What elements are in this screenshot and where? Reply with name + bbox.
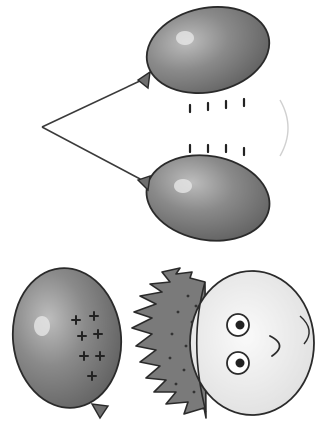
balloon-bottom-highlight (174, 179, 192, 193)
left-eye (227, 314, 249, 336)
spark-dashes-bottom (190, 145, 244, 155)
right-eye (227, 352, 249, 374)
charged-balloon-highlight (34, 316, 50, 336)
balloon-top-highlight (176, 31, 194, 45)
string-top (42, 80, 142, 127)
charged-balloon (6, 263, 128, 418)
face (190, 271, 314, 415)
faint-curve (280, 100, 288, 156)
string-bottom (42, 127, 142, 180)
balloon-bottom-body (140, 146, 277, 250)
balloon-top (138, 0, 277, 104)
balloon-top-body (139, 0, 278, 104)
balloon-bottom (138, 146, 276, 250)
charged-balloon-knot (92, 404, 108, 418)
charged-balloon-body (6, 263, 128, 414)
balloon-top-knot (138, 72, 150, 88)
boy-head (132, 268, 314, 418)
spark-dashes-top (190, 99, 244, 112)
